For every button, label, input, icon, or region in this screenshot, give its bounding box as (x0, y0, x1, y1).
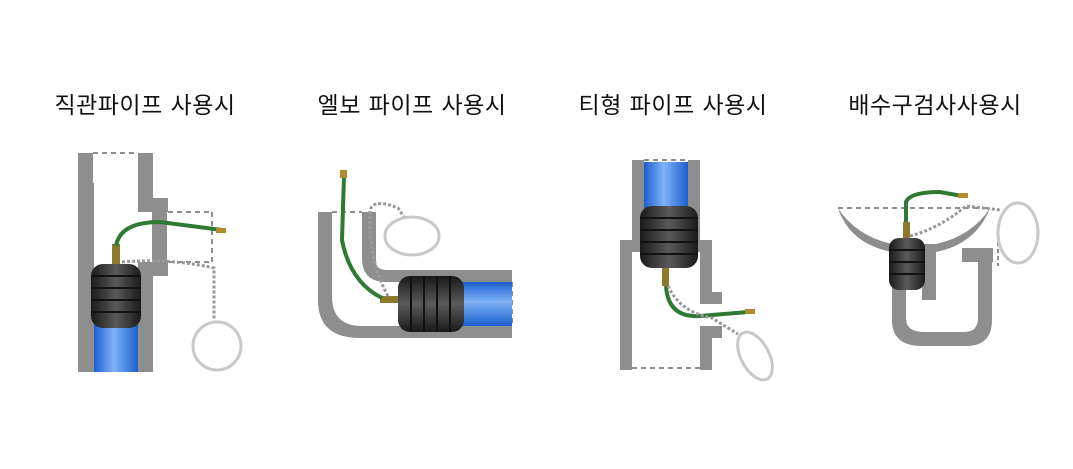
panel-title: 직관파이프 사용시 (54, 93, 236, 119)
tee-pipe-diagram (620, 159, 774, 382)
panel-title: 엘보 파이프 사용시 (317, 93, 507, 119)
chain-icon (121, 259, 216, 322)
pull-ring-icon (383, 215, 441, 257)
chain-icon (666, 285, 739, 336)
panel-elbow: 엘보 파이프 사용시 (272, 0, 552, 469)
panel-title: 배수구검사사용시 (848, 93, 1022, 119)
test-plug-icon (640, 206, 698, 286)
test-plug-icon (889, 222, 925, 290)
drain-pipe-diagram (838, 189, 1040, 346)
hose-icon (664, 285, 749, 319)
water (455, 282, 512, 326)
straight-pipe-diagram (78, 152, 243, 372)
pipe-left-wall (78, 153, 94, 372)
pull-ring-icon (736, 330, 774, 382)
pull-ring-icon (996, 201, 1040, 265)
pull-ring-icon (191, 320, 243, 372)
hose-icon (339, 175, 383, 300)
hose-icon (904, 189, 963, 222)
elbow-pipe-diagram (318, 170, 513, 338)
panel-straight: 직관파이프 사용시 (0, 0, 290, 469)
test-plug-icon (380, 276, 464, 332)
panel-drain: 배수구검사사용시 (800, 0, 1070, 469)
test-plug-icon (91, 244, 141, 328)
panel-title: 티형 파이프 사용시 (578, 93, 768, 119)
panel-tee: 티형 파이프 사용시 (538, 0, 808, 469)
chain-icon (909, 204, 1001, 238)
hose-icon (114, 219, 223, 247)
